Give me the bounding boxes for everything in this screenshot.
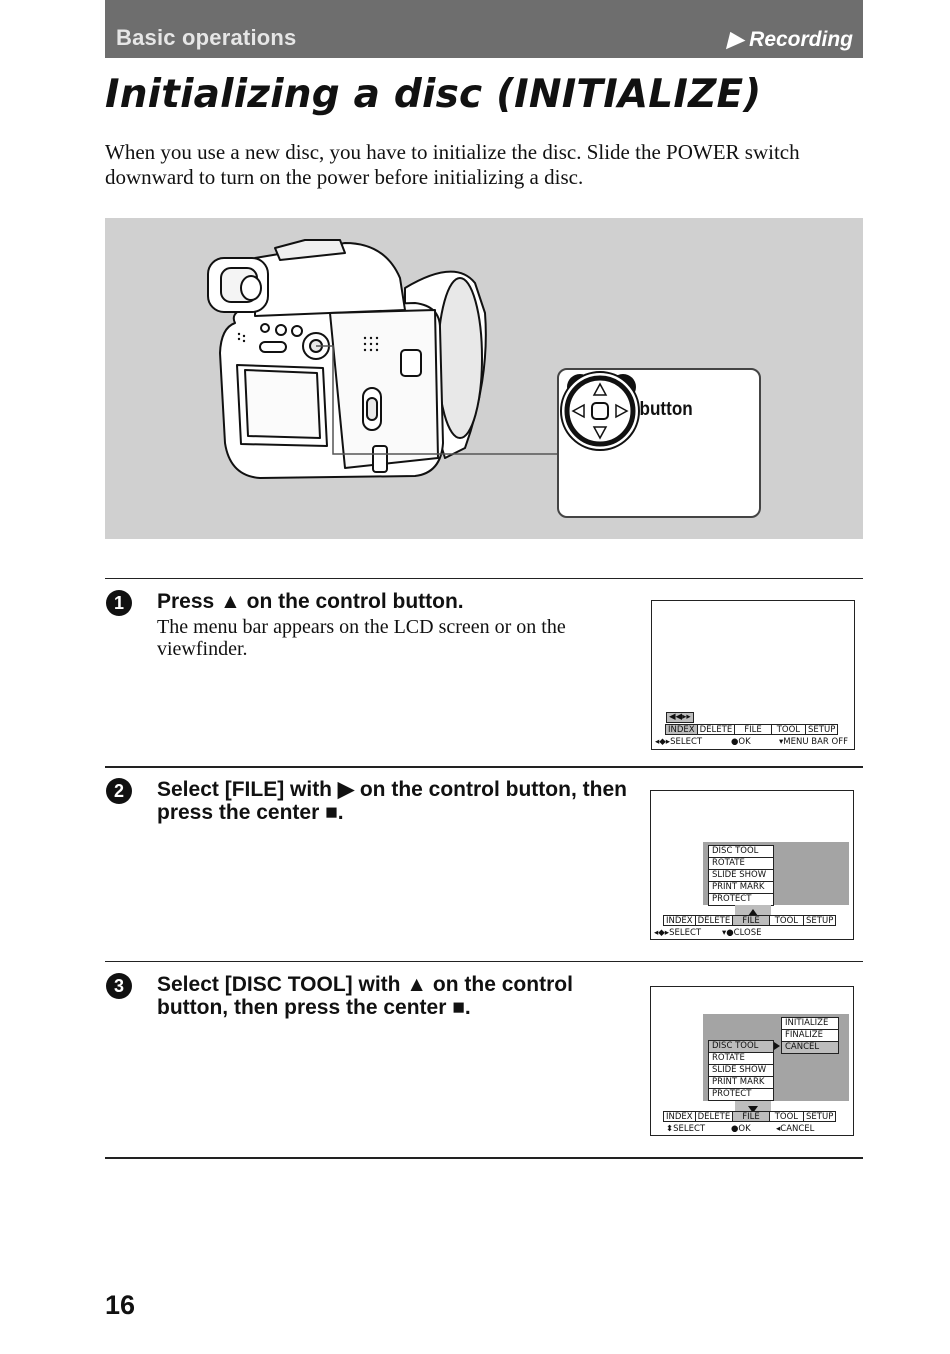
menu-file: FILE	[734, 724, 771, 735]
up-arrow-indicator	[735, 905, 771, 916]
header-bar: Basic operations ▶ Recording	[105, 0, 863, 58]
control-button-callout: 1 – 6 Control button	[557, 368, 761, 518]
popup-finalize: FINALIZE	[782, 1030, 838, 1042]
menu-setup: SETUP	[803, 1111, 837, 1122]
footer-menubar-off: ▾MENU BAR OFF	[779, 737, 848, 747]
lcd-screen-3: INITIALIZE FINALIZE CANCEL DISC TOOL ROT…	[650, 986, 854, 1136]
intro-paragraph: When you use a new disc, you have to ini…	[105, 140, 800, 189]
footer-ok: ●OK	[731, 737, 751, 747]
footer-select: ⬍SELECT	[666, 1124, 706, 1134]
menu-bar: INDEX DELETE FILE TOOL SETUP	[663, 915, 837, 926]
submenu-protect: PROTECT	[712, 894, 752, 904]
step-2-title: Select [FILE] with ▶ on the control butt…	[157, 778, 627, 824]
footer-select: ◂◆▸SELECT	[654, 928, 702, 938]
submenu-print-mark: PRINT MARK	[709, 1077, 773, 1089]
footer-ok: ●OK	[731, 1124, 751, 1134]
menu-delete: DELETE	[694, 915, 733, 926]
step-3-title: Select [DISC TOOL] with ▲ on the control…	[157, 973, 573, 1019]
menu-index: INDEX	[663, 1111, 695, 1122]
camera-illustration: 1 – 6 Control button	[105, 218, 863, 539]
divider	[105, 1157, 863, 1159]
menu-setup: SETUP	[805, 724, 839, 735]
menu-file: FILE	[732, 1111, 769, 1122]
submenu-print-mark: PRINT MARK	[709, 882, 773, 894]
footer-close: ▾●CLOSE	[722, 928, 762, 938]
playback-nav-icon: ◀◀▸▸	[666, 712, 694, 723]
popup-initialize: INITIALIZE	[782, 1018, 838, 1030]
submenu-protect: PROTECT	[712, 1089, 752, 1099]
step-number-3: 3	[106, 973, 132, 999]
file-submenu: DISC TOOL ROTATE SLIDE SHOW PRINT MARK P…	[708, 1040, 774, 1101]
submenu-slide-show: SLIDE SHOW	[709, 870, 773, 882]
submenu-disc-tool: DISC TOOL	[709, 1041, 773, 1053]
lcd-footer: ⬍SELECT ●OK ◂CANCEL	[666, 1124, 814, 1135]
popup-cancel: CANCEL	[782, 1042, 838, 1053]
footer-select: ◂◆▸SELECT	[655, 737, 703, 747]
submenu-rotate: ROTATE	[709, 858, 773, 870]
lcd-footer: ◂◆▸SELECT ●OK ▾MENU BAR OFF	[655, 737, 848, 748]
submenu-disc-tool: DISC TOOL	[709, 846, 773, 858]
step-number-2: 2	[106, 778, 132, 804]
file-submenu: DISC TOOL ROTATE SLIDE SHOW PRINT MARK P…	[708, 845, 774, 906]
divider	[105, 766, 863, 768]
step-1-body: The menu bar appears on the LCD screen o…	[157, 616, 566, 660]
step-number-1: 1	[106, 590, 132, 616]
right-pointer-icon	[774, 1042, 780, 1050]
lcd-screen-2: DISC TOOL ROTATE SLIDE SHOW PRINT MARK P…	[650, 790, 854, 940]
section-label: Basic operations	[116, 25, 297, 50]
menu-file: FILE	[732, 915, 769, 926]
footer-cancel: ◂CANCEL	[776, 1124, 815, 1134]
down-arrow-icon	[748, 1106, 758, 1113]
lcd-screen-1: ◀◀▸▸ INDEX DELETE FILE TOOL SETUP ◂◆▸SEL…	[651, 600, 855, 750]
divider	[105, 578, 863, 579]
divider	[105, 961, 863, 962]
submenu-rotate: ROTATE	[709, 1053, 773, 1065]
menu-index: INDEX	[665, 724, 697, 735]
page-title: Initializing a disc (INITIALIZE)	[105, 72, 762, 117]
menu-delete: DELETE	[694, 1111, 733, 1122]
submenu-slide-show: SLIDE SHOW	[709, 1065, 773, 1077]
up-arrow-icon	[748, 909, 758, 916]
camera-drawing	[207, 239, 557, 479]
menu-setup: SETUP	[803, 915, 837, 926]
menu-tool: TOOL	[770, 724, 806, 735]
menu-delete: DELETE	[696, 724, 735, 735]
menu-bar: INDEX DELETE FILE TOOL SETUP	[663, 1111, 837, 1122]
page-number: 16	[105, 1290, 136, 1320]
menu-tool: TOOL	[768, 1111, 804, 1122]
step-1-title: Press ▲ on the control button.	[157, 590, 464, 613]
lcd-footer: ◂◆▸SELECT ▾●CLOSE	[654, 928, 762, 939]
breadcrumb: ▶ Recording	[727, 28, 853, 51]
menu-tool: TOOL	[768, 915, 804, 926]
control-button-icon	[560, 371, 640, 451]
down-arrow-indicator	[735, 1101, 771, 1113]
menu-bar: INDEX DELETE FILE TOOL SETUP	[665, 724, 839, 735]
menu-index: INDEX	[663, 915, 695, 926]
disc-tool-popup: INITIALIZE FINALIZE CANCEL	[781, 1017, 839, 1054]
